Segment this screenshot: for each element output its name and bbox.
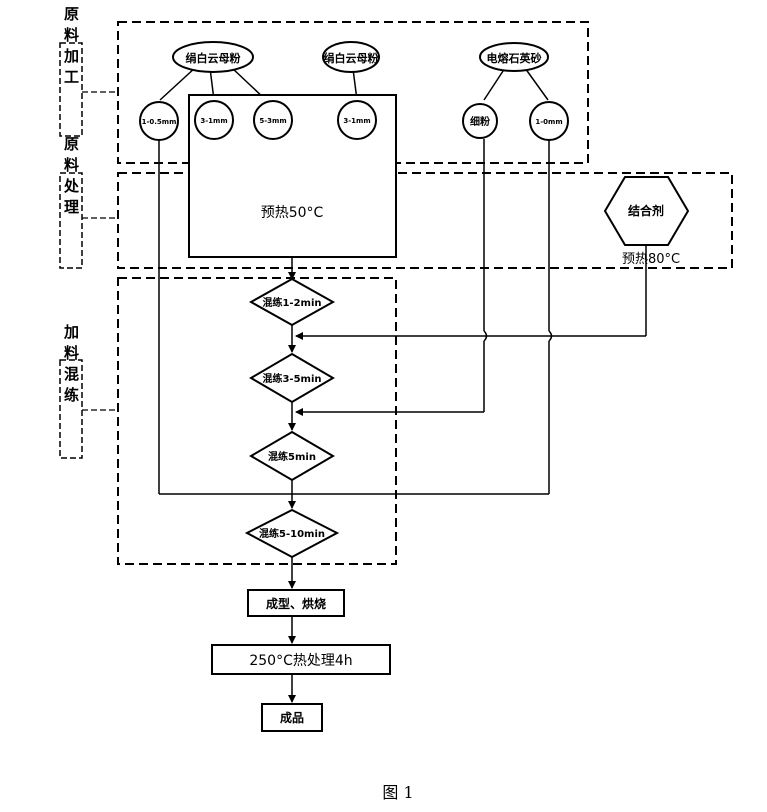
size-circle-3	[253, 100, 293, 140]
mix-step-3-diamond	[249, 430, 335, 482]
section-label-raw-treatment: 原料处理	[62, 136, 80, 220]
material-label-mica-a: 绢白云母粉	[186, 51, 241, 65]
heat-treat-label: 250°C热处理4h	[249, 653, 352, 669]
binder-label: 结合剂	[628, 203, 664, 218]
figure-caption: 图 1	[382, 783, 413, 802]
size-circle-5	[462, 103, 498, 139]
section-label-box-1	[59, 42, 83, 137]
size-label-2: 3-1mm	[200, 117, 227, 125]
product-label: 成品	[280, 710, 304, 725]
product-box	[261, 703, 323, 732]
mix-step-1-label: 混练1-2min	[262, 296, 321, 309]
forming-box	[247, 589, 345, 617]
size-label-6: 1-0mm	[535, 118, 562, 126]
heat-treat-box	[211, 644, 391, 675]
material-label-mica-b: 绢白云母粉	[324, 51, 379, 65]
size-label-3: 5-3mm	[259, 117, 286, 125]
material-ellipse-mica-b	[322, 41, 380, 73]
mix-step-3-label: 混练5min	[268, 450, 316, 463]
section-frame-feeding-mixing	[117, 277, 397, 565]
preheat-label: 预热50°C	[261, 205, 324, 221]
mix-step-2-diamond	[249, 352, 335, 404]
mix-step-4-diamond	[244, 508, 340, 559]
section-label-box-3	[59, 359, 83, 459]
size-circle-4	[337, 100, 377, 140]
binder-hexagon	[603, 176, 690, 246]
material-label-fused-silica: 电熔石英砂	[487, 51, 542, 65]
section-label-raw-processing: 原料加工	[62, 6, 80, 90]
size-circle-2	[194, 100, 234, 140]
material-ellipse-fused-silica	[479, 42, 549, 72]
mix-step-4-label: 混练5-10min	[259, 527, 325, 540]
binder-preheat-label: 预热80°C	[622, 252, 680, 267]
mix-step-1-diamond	[248, 277, 336, 327]
forming-label: 成型、烘烧	[266, 596, 326, 611]
size-label-1: 1-0.5mm	[142, 118, 177, 126]
section-label-feeding-mixing: 加料混练	[62, 324, 80, 408]
size-label-5: 细粉	[470, 115, 490, 128]
material-ellipse-mica-a	[172, 41, 254, 73]
section-frame-raw-treatment	[117, 172, 733, 269]
mix-step-2-label: 混练3-5min	[262, 372, 321, 385]
size-label-4: 3-1mm	[343, 117, 370, 125]
section-label-box-2	[59, 172, 83, 269]
